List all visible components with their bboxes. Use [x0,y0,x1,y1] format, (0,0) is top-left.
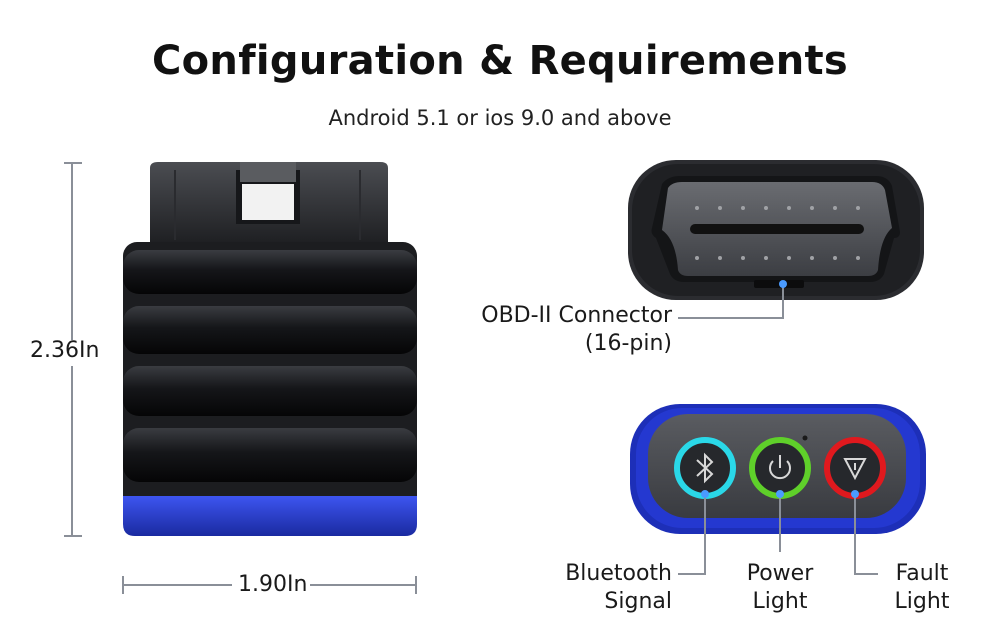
power-label-line1: Power [746,561,814,586]
bluetooth-label-line2: Signal [604,589,672,614]
led-leader-lines [678,494,878,575]
fault-label-line1: Fault [895,561,949,586]
power-led-icon [749,437,811,499]
page-title: Configuration & Requirements [152,38,848,84]
bluetooth-led-icon [674,437,736,499]
height-dimension-label: 2.36In [30,338,100,363]
connector-callout: OBD-II Connector (16-pin) [462,302,672,358]
fault-callout: Fault Light [880,560,964,616]
power-callout: Power Light [730,560,830,616]
obd-connector-face [628,160,924,300]
power-label-line2: Light [752,589,808,614]
connector-leader-line [678,280,787,319]
obd-scanner-device [123,162,417,536]
width-dimension-label: 1.90In [238,572,308,597]
bluetooth-label-line1: Bluetooth [565,561,672,586]
fault-label-line2: Light [894,589,950,614]
connector-label: OBD-II Connector [481,303,672,328]
connector-pin-count: (16-pin) [584,331,672,356]
fault-led-icon [824,437,886,499]
compatibility-subtitle: Android 5.1 or ios 9.0 and above [328,106,672,130]
bluetooth-callout: Bluetooth Signal [540,560,672,616]
